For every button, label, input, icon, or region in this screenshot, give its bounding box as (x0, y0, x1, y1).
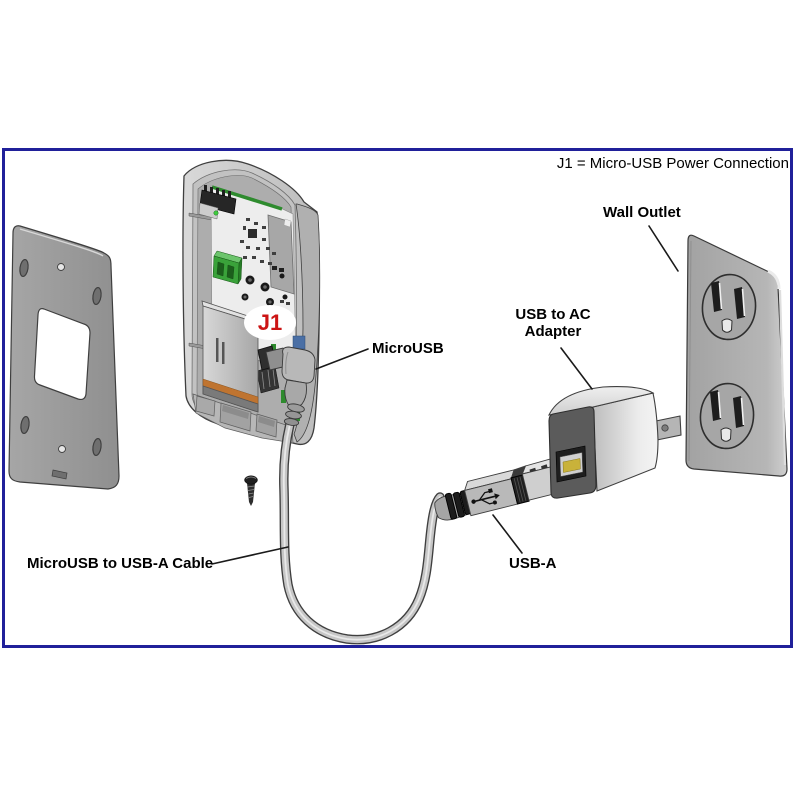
wall-mount-plate (8, 225, 120, 490)
label-usb-to-ac-line2: Adapter (524, 323, 582, 340)
microusb-connector (257, 345, 316, 426)
usb-a-connector (434, 456, 561, 521)
label-usb-a: USB-A (509, 555, 557, 572)
leader-line-usb-a (492, 514, 523, 554)
diagram-title: J1 = Micro-USB Power Connection (556, 155, 789, 172)
label-usb-to-ac-line1: USB to AC (515, 306, 591, 323)
terminal-block (212, 250, 243, 285)
label-usb-to-ac-adapter: USB to AC Adapter (503, 306, 603, 340)
j1-callout-text: J1 (257, 309, 283, 335)
label-microusb: MicroUSB (372, 340, 444, 357)
plate-screw-hole (19, 258, 29, 278)
usb-trident-icon (471, 488, 500, 505)
label-microusb-to-usba-cable: MicroUSB to USB-A Cable (27, 555, 214, 572)
outlet-receptacle-lower (699, 382, 755, 450)
plate-pilot-hole (57, 263, 65, 271)
tact-buttons (241, 273, 288, 306)
plate-pilot-hole (58, 445, 66, 453)
usb-cable (279, 419, 445, 645)
blue-component (292, 335, 306, 350)
plate-screw-hole (20, 415, 30, 435)
leader-line-wall-outlet (648, 225, 679, 272)
adapter-side-face (592, 392, 659, 492)
leader-line-microusb (315, 348, 369, 370)
header-latch (198, 202, 219, 220)
adapter-usb-port (555, 445, 587, 483)
battery-tray (192, 393, 294, 444)
label-wall-outlet: Wall Outlet (603, 204, 681, 221)
pin-header (198, 185, 237, 220)
battery-cap (202, 385, 259, 413)
diagram-frame (2, 148, 793, 648)
outlet-ground-hole (721, 318, 733, 333)
outlet-ground-hole (720, 427, 732, 442)
plate-screw-hole (92, 286, 102, 306)
outlet-receptacle-upper (701, 273, 757, 341)
leader-line-cable (211, 546, 289, 565)
plate-notch (51, 469, 68, 480)
smd-components (240, 218, 290, 305)
plate-center-hole (33, 308, 91, 401)
pcb-green-part (281, 390, 286, 403)
plate-screw-hole (92, 437, 102, 457)
mounting-screw (244, 475, 258, 506)
j1-callout-badge: J1 (244, 305, 296, 340)
leader-line-adapter (560, 347, 593, 390)
adapter-top-face (548, 386, 655, 416)
wall-outlet (685, 234, 788, 477)
battery (201, 300, 259, 413)
ac-adapter (548, 386, 682, 499)
status-led (213, 210, 219, 216)
microusb-head (281, 346, 316, 384)
